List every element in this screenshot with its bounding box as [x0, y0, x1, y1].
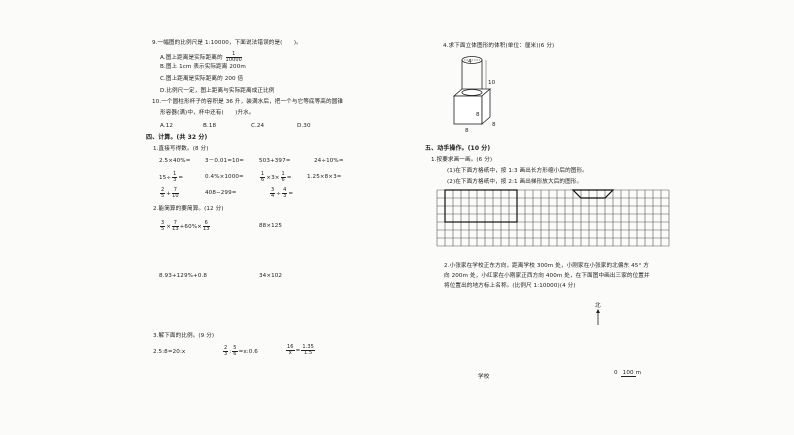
q10-option-a: A.12 — [160, 123, 174, 129]
solid-figure — [452, 56, 492, 125]
north-label: 北 — [595, 303, 601, 309]
calc-1-item: 2.5×40%= — [159, 158, 191, 164]
calc-2-expr-4: 34×102 — [259, 273, 283, 279]
calc-3-title: 3.解下面的比例。(9 分) — [153, 333, 215, 339]
calc-2-expr-2: 88×125 — [259, 223, 283, 229]
section-5-title: 五、动手操作。(10 分) — [425, 145, 491, 152]
q9-option-b: B.图上 1cm 表示实际距离 200m — [160, 64, 246, 70]
op-2-line-2: 向 200m 处，小红家在小刚家正西方向 400m 处，在下面图中画出三家的位置… — [444, 273, 650, 279]
op-2-line-3: 将位置出的地方标上名称。(比例尺 1:10000)(4 分) — [444, 283, 576, 289]
rectangle-shape — [444, 189, 518, 223]
op-1-a: (1)在下面方格纸中，按 1:3 画出长方形缩小后的图形。 — [447, 168, 588, 174]
trapezoid-shape — [571, 189, 615, 199]
calc-1-item: 503+397= — [259, 158, 291, 164]
q9-option-d: D.比例尺一定，图上距离与实际距离成正比例 — [160, 88, 275, 94]
figure-label-diameter: 4 — [468, 59, 472, 65]
q10-option-b: B.18 — [203, 123, 217, 129]
calc-2-expr-3: 8.93+129%+0.8 — [159, 273, 208, 279]
calc-1-item: 3－0.01=10= — [205, 158, 245, 164]
north-arrow-icon — [596, 309, 600, 325]
school-label: 学校 — [478, 374, 490, 380]
op-2-line-1: 2.小张家在学校正东方向，距离学校 300m 处，小刚家在小张家的北偏东 45°… — [444, 263, 649, 269]
section-4-title: 四、计算。(共 32 分) — [146, 134, 208, 141]
figure-label-height: 10 — [488, 80, 496, 86]
calc-1-item: 24÷10%= — [314, 158, 344, 164]
grid-paper[interactable] — [436, 189, 670, 248]
calc-2-title: 2.能简算的要简算。(12 分) — [153, 206, 224, 212]
op-1-b: (2)在下面方格纸中，按 2:1 画出梯形放大后的图形。 — [447, 179, 583, 185]
calc-1-item: 0.4%×1000= — [205, 174, 244, 180]
q10-option-d: D.30 — [297, 123, 311, 129]
proportion-1: 2.5:8=20:x — [153, 349, 186, 355]
q10-stem: 10.一个圆柱形杯子的容积是 36 升，装满水后，把一个与它等底等高的圆锥 — [152, 99, 344, 105]
q10-stem-2: 形容器(满)中，杯中还有( )升水。 — [160, 110, 255, 116]
calc-1-item: 408−299= — [205, 190, 237, 196]
calc-1-title: 1.直接写得数。(8 分) — [153, 146, 209, 152]
calc-1-item: 1.25×8×3= — [307, 174, 342, 180]
q9-option-c: C.图上距离是实际距离的 200 倍 — [160, 76, 244, 82]
q10-option-c: C.24 — [251, 123, 265, 129]
op-1-title: 1.按要求画一画。(6 分) — [431, 157, 493, 163]
q4-title: 4.求下面立体图形的体积(单位：厘米)(6 分) — [443, 43, 555, 49]
q9-stem: 9.一幅图的比例尺是 1:10000，下面说法错误的是( )。 — [152, 40, 302, 46]
figure-label-cube-width: 8 — [465, 128, 469, 134]
figure-label-cube-depth: 8 — [492, 122, 496, 128]
figure-label-cube-height: 8 — [476, 112, 480, 118]
